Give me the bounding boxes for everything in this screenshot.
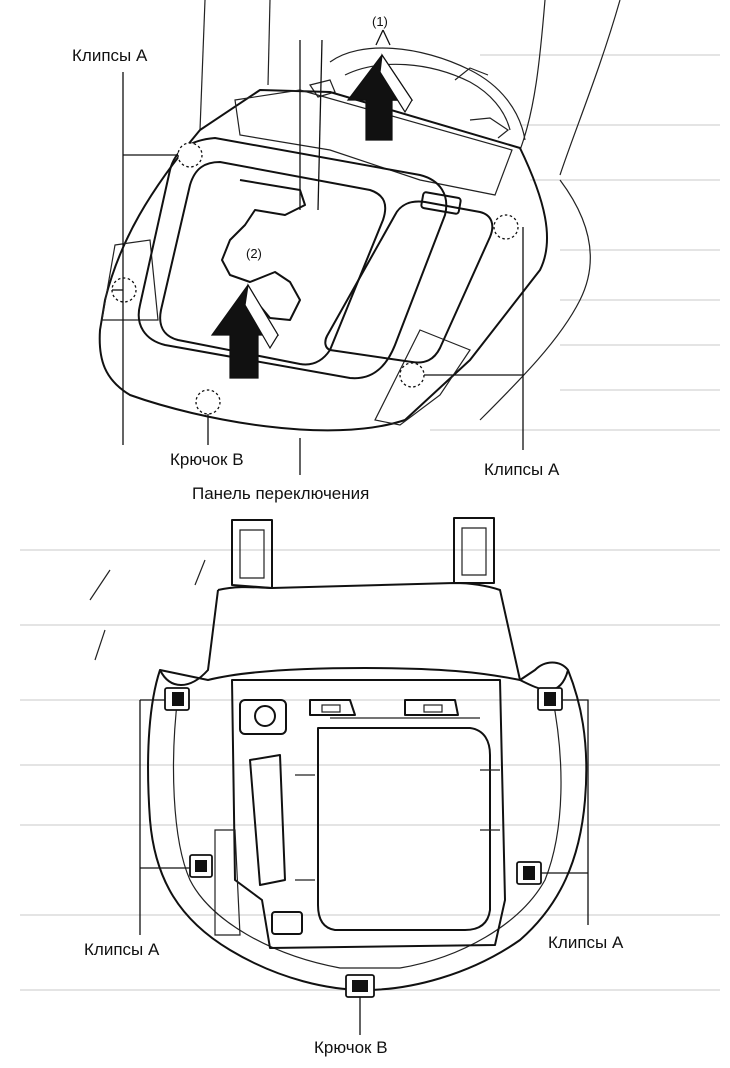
top-illustration xyxy=(98,0,621,475)
switch-panel-underside xyxy=(147,661,588,991)
label-clips-a-top-right: Клипсы А xyxy=(484,460,560,479)
label-clips-a-top-left: Клипсы А xyxy=(72,46,148,65)
label-hook-b-bottom: Крючок В xyxy=(314,1038,388,1057)
step-2-label: (2) xyxy=(246,246,262,261)
label-hook-b-top: Крючок В xyxy=(170,450,244,469)
clip-a-bottom-right xyxy=(516,861,542,885)
background-text-lines xyxy=(20,54,720,991)
switch-panel-outer xyxy=(98,89,549,432)
clip-marker xyxy=(493,214,519,240)
hook-b-bottom xyxy=(345,974,375,998)
label-clips-a-bottom-right: Клипсы А xyxy=(548,933,624,952)
clip-a-top-right xyxy=(537,687,563,711)
label-switch-panel: Панель переключения xyxy=(192,484,370,503)
clip-marker xyxy=(177,142,203,168)
clip-a-bottom-left xyxy=(189,854,213,878)
clip-a-top-left xyxy=(164,687,190,711)
hook-marker xyxy=(195,389,221,415)
step-1-label: (1) xyxy=(372,14,388,29)
lift-arrow-2 xyxy=(210,283,280,379)
clip-marker xyxy=(399,362,425,388)
bottom-illustration xyxy=(89,517,589,1035)
lift-arrow-1 xyxy=(346,53,414,141)
label-clips-a-bottom-left: Клипсы А xyxy=(84,940,160,959)
